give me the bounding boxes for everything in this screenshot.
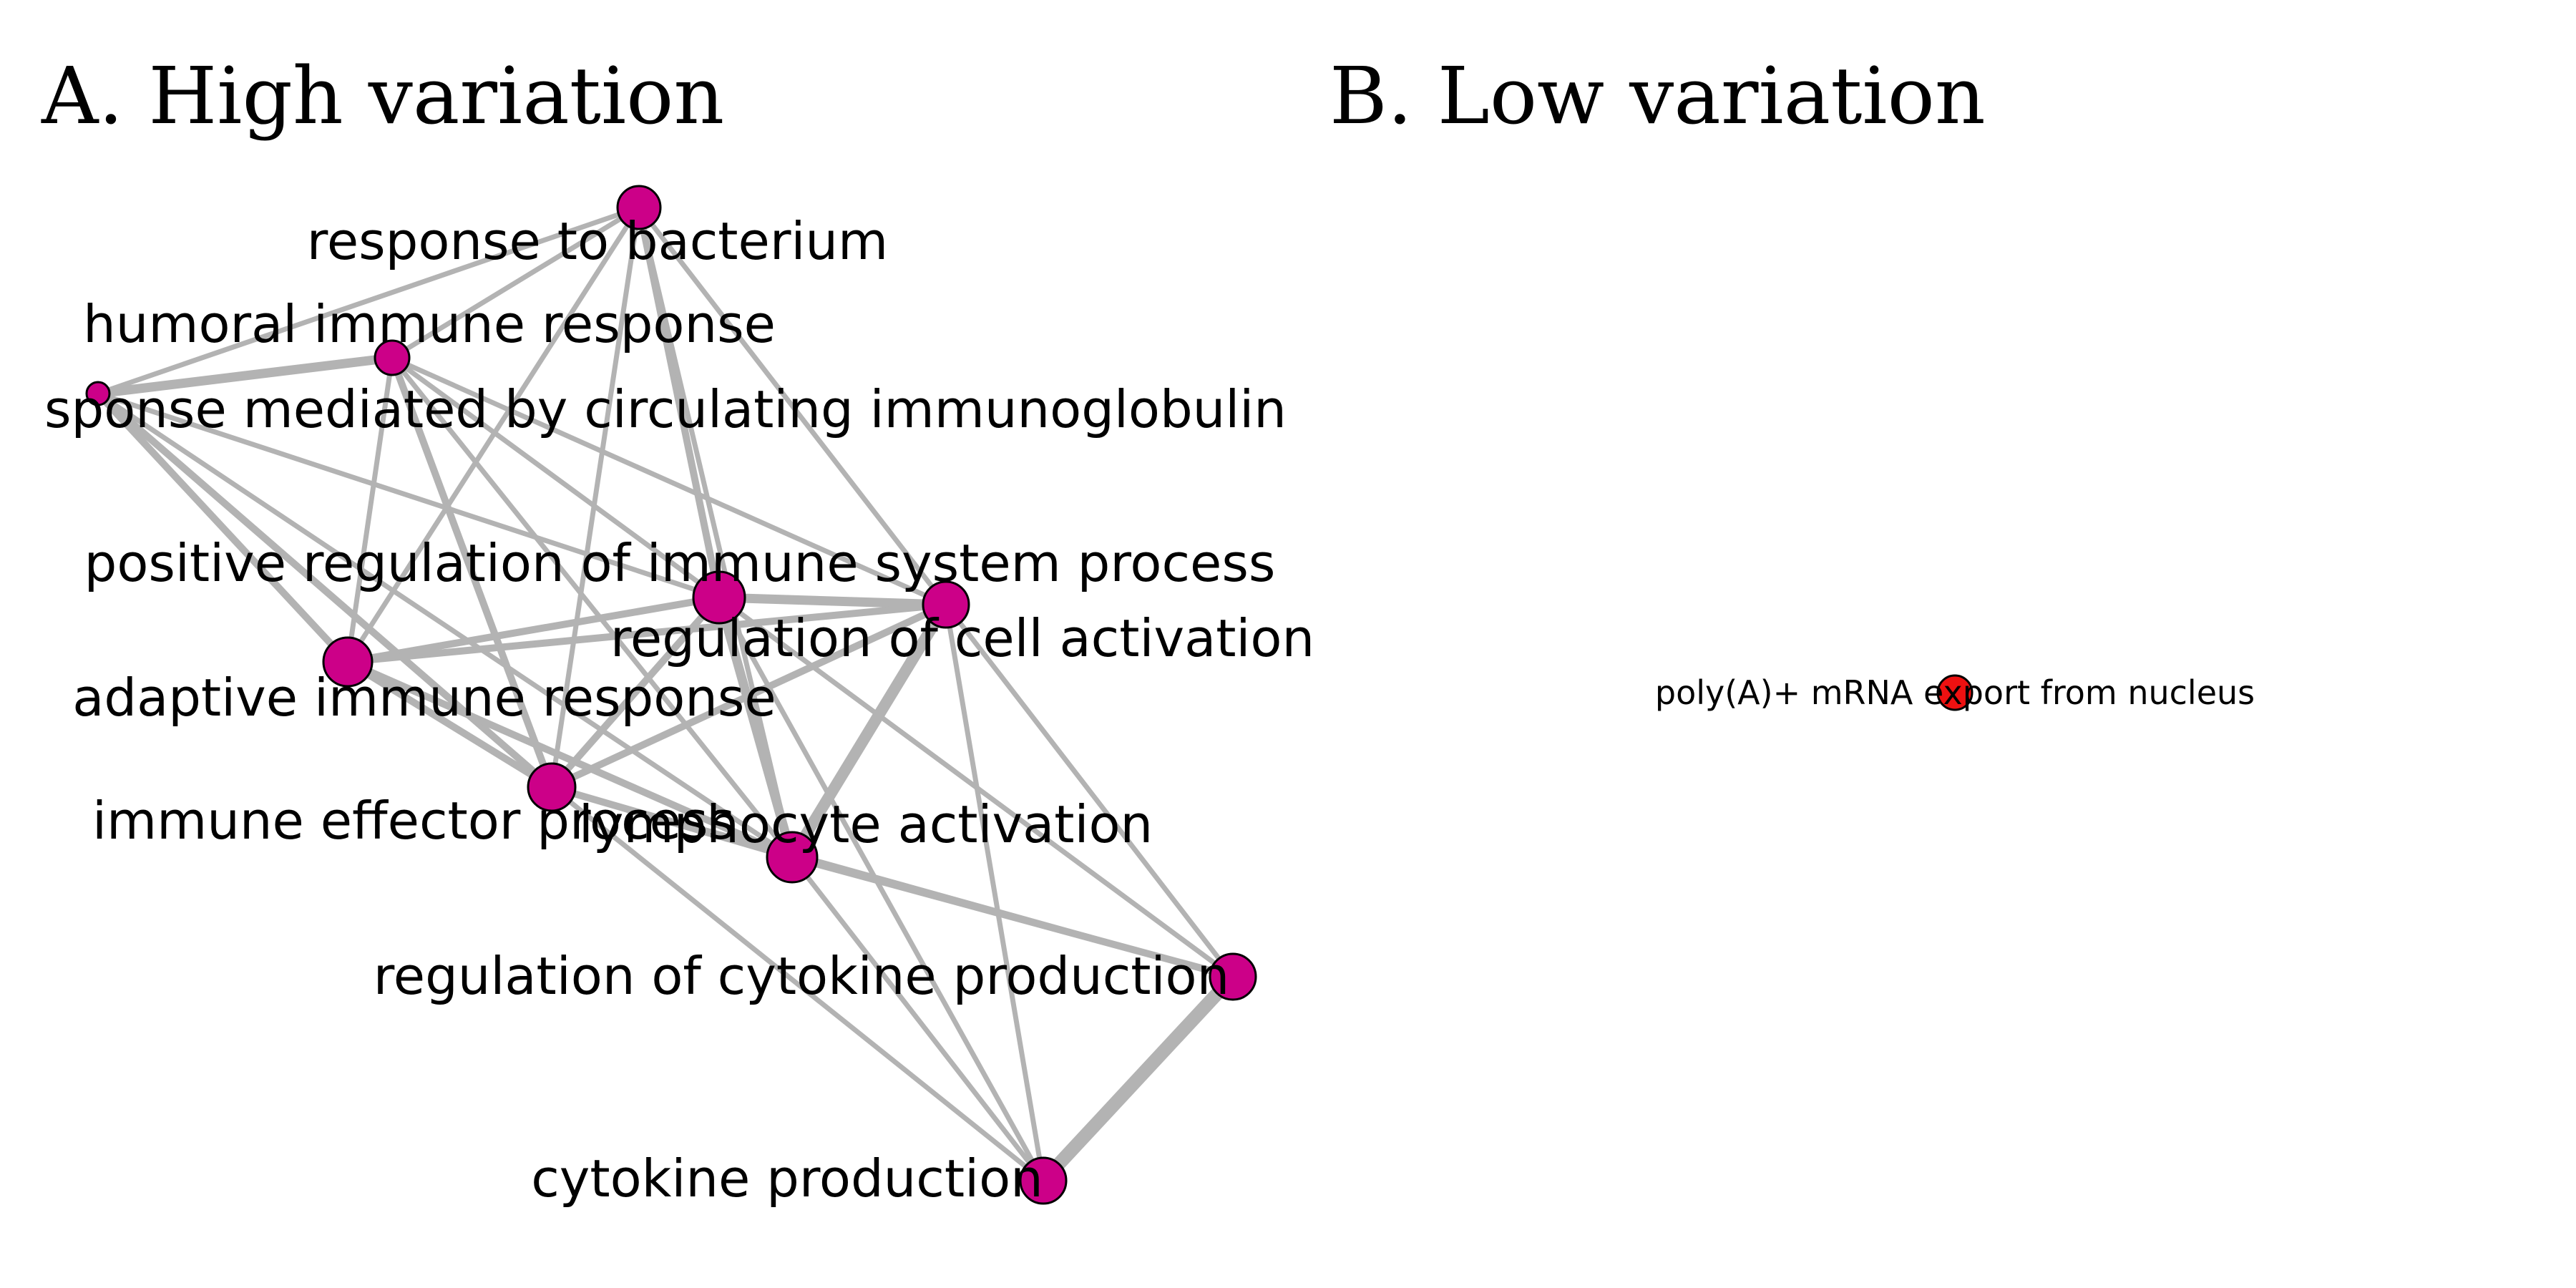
edge-effector-cyt [549, 784, 1046, 1184]
node-label-polya: poly(A)+ mRNA export from nucleus [1655, 673, 2255, 712]
edge-humoral-adaptive [345, 355, 395, 665]
node-label-reg_cell: regulation of cell activation [610, 608, 1314, 668]
edge-reg_cell-effector [548, 601, 950, 791]
edge-reg_cell-lymph [786, 599, 952, 863]
node-bacterium [616, 185, 662, 230]
edge-pos_reg-reg_cell [714, 592, 951, 610]
edge-reg_cell-adaptive [344, 601, 950, 665]
node-polya [1936, 674, 1974, 711]
edge-lymph-reg_cyt [789, 854, 1236, 980]
edge-reg_cell-reg_cyt [943, 602, 1236, 980]
node-reg_cyt [1209, 952, 1257, 1001]
panel-a-nodes [85, 185, 1257, 1205]
node-label-reg_cyt: regulation of cytokine production [374, 946, 1229, 1006]
edge-lymph-cyt [789, 854, 1046, 1184]
edge-circulating-lymph [95, 391, 795, 860]
panel-b-nodes [1936, 674, 1974, 711]
edge-humoral-lymph [389, 355, 795, 860]
edge-adaptive-effector [344, 658, 555, 791]
edge-pos_reg-cyt [716, 595, 1046, 1184]
edge-circulating-humoral [93, 353, 397, 399]
panel-b-title: B. Low variation [1330, 50, 1986, 142]
edge-pos_reg-adaptive [344, 594, 723, 665]
node-cyt [1019, 1156, 1068, 1205]
panel-a-network: response to bacterium humoral immune resp… [44, 185, 1314, 1209]
node-adaptive [322, 636, 374, 688]
edge-humoral-reg_cell [389, 355, 949, 608]
node-label-pos_reg: positive regulation of immune system pro… [84, 533, 1276, 593]
node-label-effector: immune effector process [92, 791, 735, 851]
edge-circulating-pos_reg [95, 391, 722, 600]
node-humoral [374, 339, 411, 376]
edge-bacterium-lymph [636, 205, 795, 860]
edge-humoral-pos_reg [389, 355, 722, 600]
edge-circulating-adaptive [94, 390, 351, 665]
node-lymph [766, 831, 819, 884]
panel-a-labels: response to bacterium humoral immune resp… [44, 211, 1314, 1209]
edge-circulating-bacterium [95, 205, 642, 396]
node-circulating [85, 381, 111, 406]
node-label-circulating: sponse mediated by circulating immunoglo… [44, 379, 1287, 439]
node-pos_reg [692, 570, 746, 625]
node-label-lymph: lymphocyte activation [579, 794, 1153, 854]
panel-a-edges [93, 204, 1240, 1188]
panel-b-labels: poly(A)+ mRNA export from nucleus [1655, 673, 2255, 712]
node-label-humoral: humoral immune response [83, 294, 776, 354]
edge-bacterium-effector [549, 205, 642, 790]
edge-pos_reg-lymph [714, 592, 797, 862]
edge-adaptive-lymph [344, 658, 796, 861]
edge-reg_cyt-cyt [1036, 970, 1240, 1188]
edge-bacterium-adaptive [345, 205, 642, 665]
edge-humoral-bacterium [389, 205, 642, 361]
edge-bacterium-reg_cell [636, 205, 949, 608]
edge-reg_cell-cyt [943, 602, 1046, 1184]
panel-a-title: A. High variation [41, 50, 724, 142]
edge-humoral-effector [389, 354, 555, 791]
panel-b-network: poly(A)+ mRNA export from nucleus [1655, 673, 2255, 712]
node-label-cyt: cytokine production [531, 1148, 1043, 1209]
node-reg_cell [922, 580, 970, 629]
node-label-adaptive: adaptive immune response [72, 668, 776, 728]
node-label-bacterium: response to bacterium [307, 211, 888, 271]
node-effector [527, 762, 577, 812]
